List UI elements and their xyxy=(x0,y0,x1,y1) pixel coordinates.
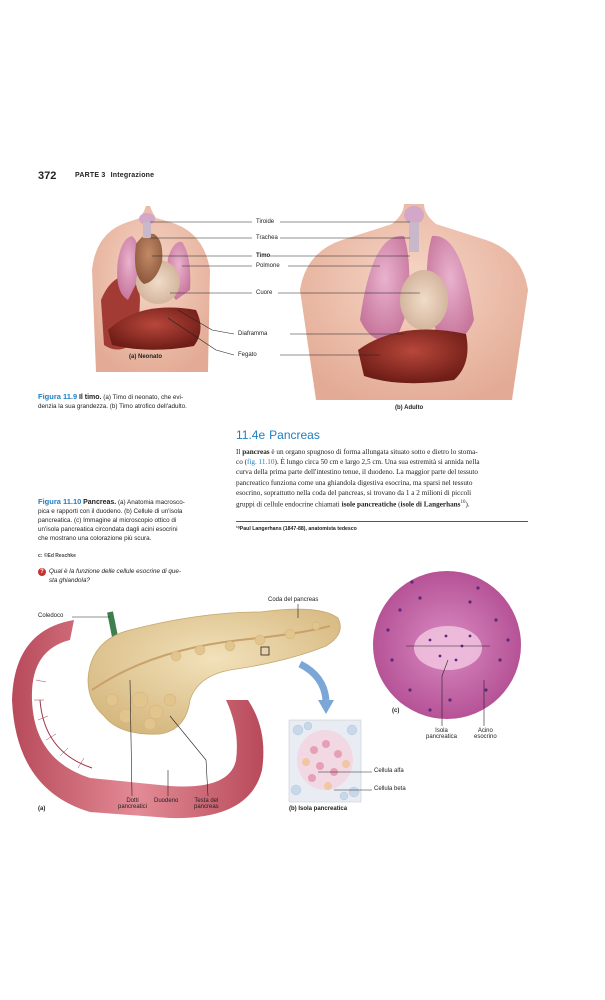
panel-c-letter: (c) xyxy=(392,708,400,714)
panel-b-letter: (b) xyxy=(289,806,297,812)
label-coledoco: Coledoco xyxy=(38,613,64,619)
label-acino-esocrino: Acino esocrino xyxy=(474,728,497,740)
image-credit: c: ©Ed Reschke xyxy=(38,553,76,559)
label-line: Acino xyxy=(477,728,493,734)
panel-a-label: Neonato xyxy=(138,354,163,360)
label-diaframma: Diaframma xyxy=(238,331,268,337)
question-line: sta ghiandola? xyxy=(49,577,90,584)
caption-line: pancreatica. (c) Immagine al microscopio… xyxy=(38,517,177,524)
label-isola-pancreatica: Isola pancreatica xyxy=(426,728,457,740)
label-line: Isola xyxy=(435,728,448,734)
label-cellula-alfa: Cellula alfa xyxy=(374,768,404,774)
footnote-marker: 10 xyxy=(460,500,466,506)
panel-a-neonato: (a) Neonato xyxy=(129,354,162,360)
caption-line: (a) Anatomia macrosco- xyxy=(117,499,185,506)
part-number: PARTE 3 xyxy=(75,172,106,179)
figure-reference-link[interactable]: fig. 11.10 xyxy=(246,458,275,467)
label-line: Testa del xyxy=(194,798,219,804)
label-timo: Timo xyxy=(256,253,271,259)
question-line: Qual è la funzione delle cellule esocrin… xyxy=(49,568,181,575)
label-line: pancreatici xyxy=(118,804,148,810)
question-icon: ? xyxy=(38,568,46,576)
caption-line: denzia la sua grandezza. (b) Timo atrofi… xyxy=(38,403,187,410)
text-bold: isole di Langerhans xyxy=(400,500,461,509)
duodenum-illustration xyxy=(12,620,264,819)
panel-b-label: Adulto xyxy=(404,405,424,411)
panel-b-isola: (b) Isola pancreatica xyxy=(289,806,347,812)
text-run: co ( xyxy=(236,458,247,467)
label-line: pancreatica xyxy=(426,734,458,740)
running-header: PARTE 3 Integrazione xyxy=(72,172,154,179)
text-run: curva della prima parte dell'intestino t… xyxy=(236,468,478,477)
text-run: esocrino, soprattutto nella coda del pan… xyxy=(236,488,472,497)
panel-b-adulto: (b) Adulto xyxy=(395,405,423,411)
footnote-divider xyxy=(236,521,528,522)
text-run: ). xyxy=(465,500,470,509)
caption-line: pica e rapporti con il duodeno. (b) Cell… xyxy=(38,508,183,515)
neonate-illustration xyxy=(92,206,210,372)
islet-micrograph xyxy=(373,571,521,719)
figure-11-9-caption: Figura 11.9 Il timo. (a) Timo di neonato… xyxy=(38,392,238,411)
caption-line: (a) Timo di neonato, che evi- xyxy=(103,394,184,401)
label-duodeno: Duodeno xyxy=(154,798,179,804)
label-coda-pancreas: Coda del pancreas xyxy=(268,597,319,603)
label-cellula-beta: Cellula beta xyxy=(374,786,406,792)
section-body-text: Il pancreas è un organo spugnoso di form… xyxy=(236,447,526,510)
label-cuore: Cuore xyxy=(256,290,273,296)
panel-a-letter: (a) xyxy=(38,806,46,812)
figure-question: ?Qual è la funzione delle cellule esocri… xyxy=(38,567,228,585)
islet-inset xyxy=(288,719,362,803)
text-run: è un organo spugnoso di forma allungata … xyxy=(269,448,478,456)
caption-line: che mostrano una colorazione più scura. xyxy=(38,535,152,542)
pancreas-illustration xyxy=(87,608,341,735)
panel-b-letter: (b) xyxy=(395,405,403,411)
text-run: Il xyxy=(236,448,243,456)
caption-title: Il timo. xyxy=(78,394,102,401)
label-polmone: Polmone xyxy=(256,263,280,269)
page-number: 372 xyxy=(38,170,57,182)
section-number: 11.4e xyxy=(236,428,266,442)
label-line: Dotti xyxy=(126,798,139,804)
caption-title: Pancreas. xyxy=(83,499,117,506)
label-line: pancreas xyxy=(194,804,219,810)
label-dotti-pancreatici: Dotti pancreatici xyxy=(118,798,147,810)
label-testa-pancreas: Testa del pancreas xyxy=(194,798,219,810)
part-title: Integrazione xyxy=(110,172,155,179)
text-run: pancreatico funziona come una ghiandola … xyxy=(236,478,473,487)
text-run: ( xyxy=(396,500,401,509)
label-tiroide: Tiroide xyxy=(256,219,275,225)
footnote: ¹⁰Paul Langerhans (1847-88), anatomista … xyxy=(236,526,357,532)
label-fegato: Fegato xyxy=(238,352,257,358)
caption-number: Figura 11.10 xyxy=(38,497,82,506)
panel-a-letter: (a) xyxy=(129,354,137,360)
section-title: Pancreas xyxy=(269,428,320,442)
figure-11-10-caption: Figura 11.10 Pancreas. (a) Anatomia macr… xyxy=(38,497,228,543)
caption-number: Figura 11.9 xyxy=(38,392,78,401)
panel-b-label: Isola pancreatica xyxy=(298,806,348,812)
adult-illustration xyxy=(300,204,528,400)
text-run: ). È lungo circa 50 cm e largo 2,5 cm. U… xyxy=(274,458,480,467)
text-bold: isole pancreatiche xyxy=(341,500,397,509)
caption-line: un'isola pancreatica circondata dagli ac… xyxy=(38,526,178,533)
label-trachea: Trachea xyxy=(256,235,278,241)
text-bold: pancreas xyxy=(242,448,270,456)
text-run: gruppi di cellule endocrine chiamati xyxy=(236,500,342,509)
label-line: esocrino xyxy=(474,734,497,740)
